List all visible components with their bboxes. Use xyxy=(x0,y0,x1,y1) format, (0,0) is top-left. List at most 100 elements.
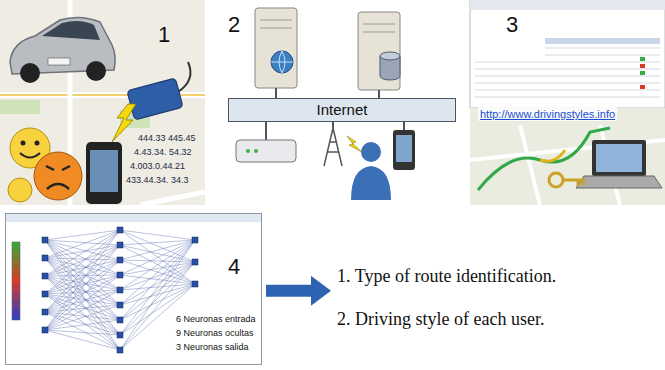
neuron xyxy=(42,327,48,333)
network-link xyxy=(45,258,120,320)
antenna-tower xyxy=(324,128,342,166)
neuron xyxy=(117,287,123,293)
network-link xyxy=(120,240,195,290)
car-wheel xyxy=(86,61,106,81)
layer-note: 6 Neuronas entrada xyxy=(176,313,256,325)
neuron xyxy=(117,347,123,353)
network-link xyxy=(45,260,120,330)
globe-icon xyxy=(271,51,293,73)
neuron xyxy=(42,255,48,261)
network-wire xyxy=(265,122,267,140)
layer-note: 3 Neuronas salida xyxy=(176,341,249,353)
obd-device xyxy=(127,78,183,120)
internet-band: Internet xyxy=(228,98,456,122)
web-server xyxy=(255,8,297,88)
network-link xyxy=(120,240,195,245)
network-link xyxy=(45,330,120,335)
server-slot xyxy=(363,32,395,33)
emoticon-brows xyxy=(46,166,70,170)
network-link xyxy=(45,230,120,258)
laptop-base xyxy=(576,176,662,188)
callout-number: 4 xyxy=(228,254,240,280)
user-body xyxy=(351,166,391,200)
emoticon-eye xyxy=(35,141,40,146)
car-plate xyxy=(48,58,70,65)
network-link xyxy=(45,230,120,240)
network-link xyxy=(45,230,120,330)
result-item: 2. Driving style of each user. xyxy=(337,309,556,330)
data-readout: 4.003.0.44.21 xyxy=(130,160,185,172)
network-link xyxy=(45,312,120,320)
router-led xyxy=(246,149,250,153)
neuron xyxy=(192,237,198,243)
neuron xyxy=(117,227,123,233)
route-trace xyxy=(540,150,565,161)
network-link xyxy=(45,320,120,330)
table-head xyxy=(545,38,660,44)
panel-one-art xyxy=(0,0,205,205)
emoticon-mouth xyxy=(20,153,40,158)
neuron xyxy=(117,272,123,278)
emoticon-mouth xyxy=(47,184,69,189)
network-link xyxy=(45,230,120,276)
user-phone xyxy=(393,130,415,170)
network-link xyxy=(45,245,120,330)
network-link xyxy=(120,260,195,262)
status-mark xyxy=(640,64,645,68)
window-ground xyxy=(5,213,262,365)
network-link xyxy=(45,330,120,350)
layer-note: 9 Neuronas ocultas xyxy=(176,327,254,339)
callout-number: 1 xyxy=(158,22,170,48)
web-panel: 3http://www.drivingstyles.info xyxy=(470,0,665,205)
network-link xyxy=(120,284,195,335)
user-head xyxy=(361,142,381,162)
network-link xyxy=(45,294,120,320)
web-address: http://www.drivingstyles.info xyxy=(478,107,617,121)
server-slot xyxy=(363,24,395,25)
key-bow xyxy=(549,173,563,187)
data-readout: 433.44.34. 34.3 xyxy=(126,174,189,186)
network-link xyxy=(120,262,195,320)
network-link xyxy=(120,240,195,275)
router-led xyxy=(254,149,258,153)
network-link xyxy=(45,245,120,258)
obd-cable xyxy=(178,62,190,92)
small-emoticon xyxy=(8,178,32,202)
network-link xyxy=(45,245,120,312)
neuron xyxy=(42,309,48,315)
network-link xyxy=(45,305,120,330)
angry-emoticon xyxy=(34,152,82,200)
network-link xyxy=(120,240,195,320)
network-link xyxy=(45,275,120,312)
status-mark xyxy=(640,57,645,61)
network-label: Internet xyxy=(317,101,368,119)
network-wire xyxy=(378,90,380,98)
status-mark xyxy=(640,85,645,89)
router xyxy=(236,140,296,162)
neuron xyxy=(117,257,123,263)
panel-three-art xyxy=(470,0,665,205)
neuron xyxy=(192,259,198,265)
park-patch xyxy=(0,100,40,114)
network-link xyxy=(45,240,120,350)
emoticon-eye xyxy=(21,141,26,146)
map-ground xyxy=(0,0,205,205)
phone-screen xyxy=(90,150,118,192)
globe-lines xyxy=(271,51,293,73)
window-titlebar xyxy=(5,213,262,222)
network-link xyxy=(120,262,195,335)
status-mark xyxy=(640,71,645,75)
phone-screen xyxy=(396,135,412,162)
neuron xyxy=(117,302,123,308)
network-link xyxy=(45,275,120,276)
network-link xyxy=(45,260,120,294)
wireless-bolt xyxy=(112,104,136,142)
neuron xyxy=(192,281,198,287)
result-list: 1. Type of route identification.2. Drivi… xyxy=(333,262,560,334)
server-slot xyxy=(260,20,292,21)
network-wire xyxy=(403,122,405,130)
network-link xyxy=(45,245,120,294)
map-road xyxy=(140,192,205,205)
